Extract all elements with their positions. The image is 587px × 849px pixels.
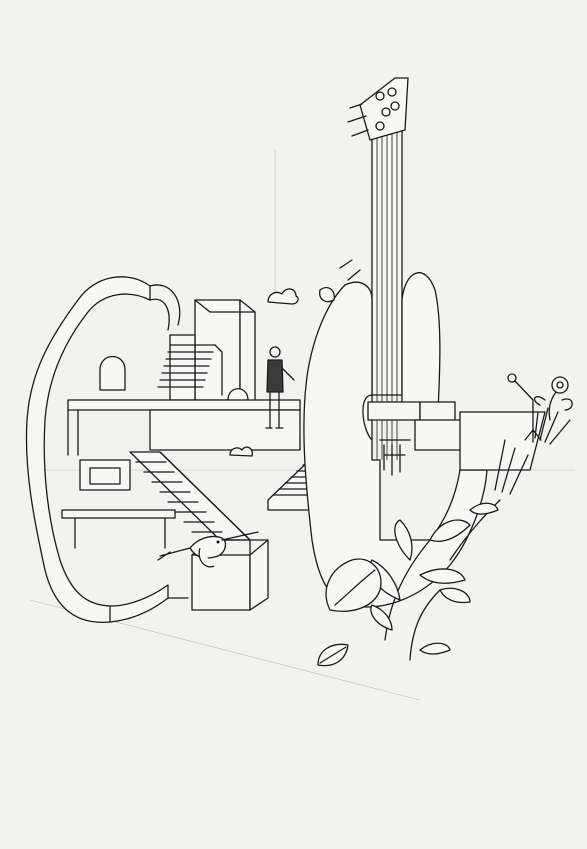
lower-platform — [61, 459, 176, 549]
pedestal-block — [191, 539, 269, 611]
guitar-body-shell — [25, 276, 189, 624]
standing-man — [265, 346, 295, 429]
hummingbird — [157, 531, 259, 568]
plants — [369, 499, 501, 661]
tuning-peg-icons — [347, 87, 400, 137]
cloud — [229, 446, 253, 457]
arch-doorway — [99, 355, 126, 391]
main-staircase — [129, 451, 251, 561]
microphone-stand-icon — [507, 373, 542, 443]
stage-blocks — [367, 401, 546, 476]
floor-slab — [67, 399, 301, 456]
grass — [494, 407, 571, 495]
cloud — [267, 288, 299, 305]
flower — [533, 376, 573, 421]
guitar-headstock — [347, 77, 409, 141]
clouds — [229, 286, 335, 457]
leaf — [317, 643, 349, 667]
big-leaf — [325, 558, 382, 612]
upper-staircase — [157, 344, 223, 396]
cloud — [319, 286, 335, 303]
